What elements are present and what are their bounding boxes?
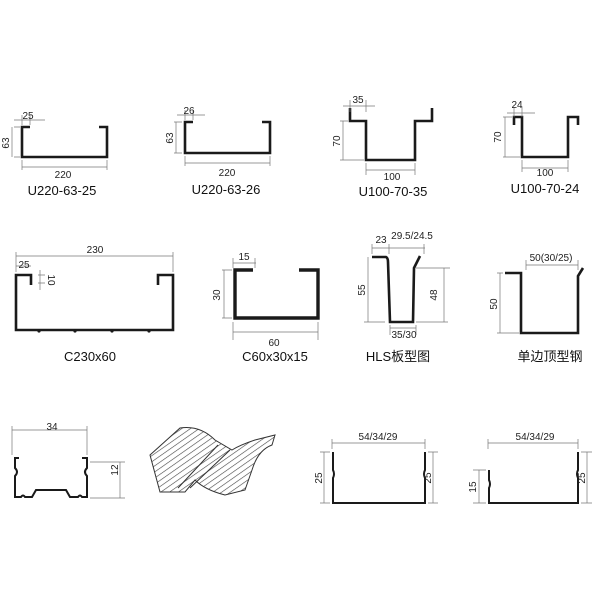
profile-u100-70-35: 35 70 100 U100-70-35 <box>332 95 434 199</box>
dim-label: 55 <box>357 284 368 296</box>
profile-u220-63-26: 26 63 220 U220-63-26 <box>165 106 272 197</box>
dim-label: 15 <box>468 481 479 493</box>
dim-label: 50(30/25) <box>530 253 573 264</box>
profile-u100-70-24: 24 70 100 U100-70-24 <box>493 100 579 196</box>
profile-label: U100-70-35 <box>359 184 428 199</box>
dim-label: 23 <box>375 235 387 246</box>
dim-label: 25 <box>423 472 434 484</box>
profile-3d-section <box>149 427 276 496</box>
profile-c230x60: 230 25 10 C230x60 <box>14 245 175 364</box>
profile-label: U220-63-25 <box>28 183 97 198</box>
profile-label: U220-63-26 <box>192 182 261 197</box>
dim-label: 35 <box>352 95 364 106</box>
profile-wavy-channel: 34 12 <box>11 422 125 499</box>
dim-label: 29.5/24.5 <box>391 231 433 242</box>
dim-label: 63 <box>165 132 176 144</box>
dim-label: 50 <box>489 298 500 310</box>
dim-label: 230 <box>87 245 104 256</box>
profile-channel-25-25: 54/34/29 25 25 <box>314 432 438 504</box>
dim-label: 25 <box>314 472 325 484</box>
profile-channel-15-25: 54/34/29 15 25 <box>468 432 592 504</box>
dim-label: 100 <box>537 168 554 179</box>
dim-label: 63 <box>1 137 12 149</box>
dim-label: 70 <box>493 131 504 143</box>
dim-label: 220 <box>55 170 72 181</box>
dim-label: 34 <box>46 422 58 433</box>
dim-label: 26 <box>183 106 195 117</box>
profile-label: C60x30x15 <box>242 349 308 364</box>
dim-label: 10 <box>45 274 56 286</box>
profile-label: HLS板型图 <box>366 349 430 364</box>
dim-label: 70 <box>332 135 343 147</box>
dim-label: 25 <box>22 111 34 122</box>
dim-label: 54/34/29 <box>516 432 555 443</box>
dim-label: 24 <box>511 100 523 111</box>
dim-label: 35/30 <box>391 330 416 341</box>
dim-label: 48 <box>429 289 440 301</box>
profile-label: U100-70-24 <box>511 181 580 196</box>
dim-label: 25 <box>577 472 588 484</box>
profile-label: 单边顶型钢 <box>517 349 582 364</box>
dim-label: 12 <box>110 464 121 476</box>
dim-label: 60 <box>268 338 280 349</box>
profile-single-side-top: 50(30/25) 50 单边顶型钢 <box>489 253 585 364</box>
profile-c60x30x15: 15 30 60 C60x30x15 <box>212 252 320 364</box>
dim-label: 54/34/29 <box>359 432 398 443</box>
dim-label: 220 <box>219 168 236 179</box>
dim-label: 100 <box>384 172 401 183</box>
profile-hls: 23 29.5/24.5 55 48 35/30 HLS板型图 <box>357 231 450 364</box>
dim-label: 25 <box>18 260 30 271</box>
dim-label: 30 <box>212 289 223 301</box>
profile-u220-63-25: 25 63 220 U220-63-25 <box>1 111 109 198</box>
dim-label: 15 <box>238 252 250 263</box>
profile-label: C230x60 <box>64 349 116 364</box>
